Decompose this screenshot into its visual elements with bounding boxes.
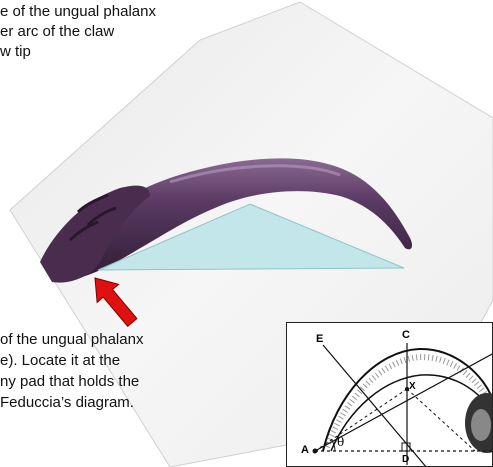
bottom-caption-line-2: e). Locate it at the	[0, 352, 120, 370]
diagram-label-d: D	[402, 454, 409, 465]
diagram-label-theta: θ	[337, 435, 344, 449]
diagram-label-x: X	[409, 381, 416, 392]
diagram-label-a: A	[301, 444, 309, 456]
diagram-label-c: C	[402, 329, 410, 341]
top-caption-line-1: e of the ungual phalanx	[0, 3, 156, 21]
bottom-caption-line-4: Feduccia’s diagram.	[0, 394, 134, 412]
top-caption-line-3: w tip	[0, 43, 31, 61]
top-caption-line-2: er arc of the claw	[0, 23, 114, 41]
feduccia-diagram: E C X A D θ	[286, 322, 493, 467]
bottom-caption-line-1: of the ungual phalanx	[0, 331, 143, 349]
diagram-label-e: E	[316, 333, 323, 345]
bottom-caption-line-3: ny pad that holds the	[0, 373, 139, 391]
